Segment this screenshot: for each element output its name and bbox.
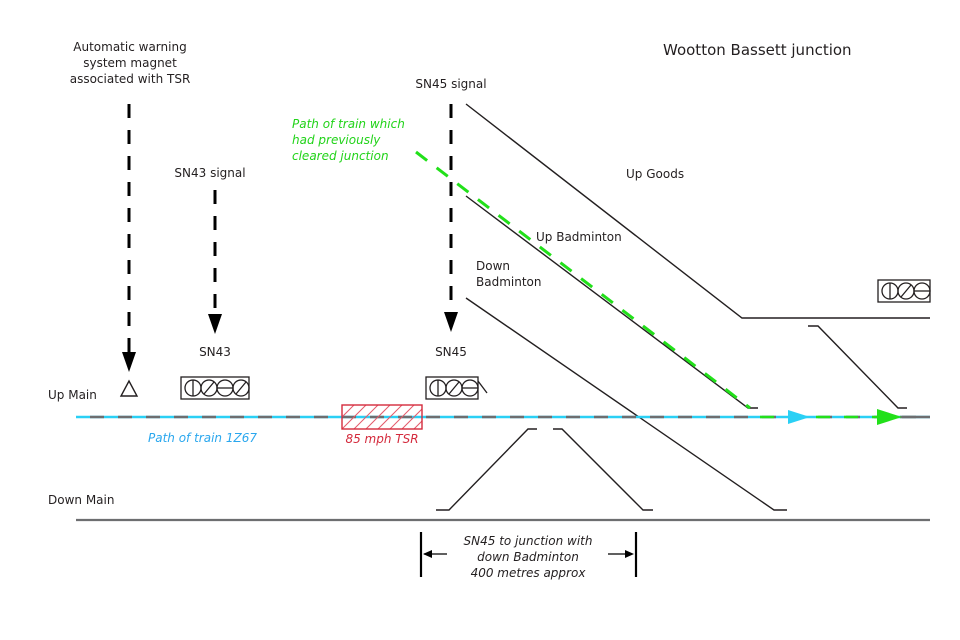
down-main-label: Down Main (48, 493, 114, 507)
svg-text:system magnet: system magnet (83, 56, 177, 70)
up-goods-crossover-track (808, 325, 907, 409)
train-1z67-arrowhead-icon (788, 410, 810, 424)
sn45-pointer-arrowhead (444, 312, 458, 332)
previous-train-arrowhead-icon (877, 409, 902, 425)
up-main-label: Up Main (48, 388, 97, 402)
dimension-label-line1: SN45 to junction with (464, 534, 593, 548)
up-badminton-label: Up Badminton (536, 230, 622, 244)
previous-train-path-line (415, 150, 751, 410)
dimension-label-line2: down Badminton (477, 550, 579, 564)
up-goods-label: Up Goods (626, 167, 684, 181)
aws-label: Automatic warning system magnet associat… (70, 40, 191, 86)
sn43-label: SN43 (199, 345, 231, 359)
previous-train-label: Path of train which had previously clear… (292, 117, 405, 163)
dimension-label-line3: 400 metres approx (471, 566, 587, 580)
tsr-zone (341, 404, 423, 430)
sn43-pointer-arrowhead (208, 314, 222, 334)
dimension-left-arrow-icon (423, 550, 432, 558)
down-badminton-label-line2: Badminton (476, 275, 541, 289)
svg-text:had previously: had previously (292, 133, 381, 147)
aws-pointer-arrowhead (122, 352, 136, 372)
train-1z67-label: Path of train 1Z67 (148, 431, 257, 445)
svg-text:cleared junction: cleared junction (292, 149, 389, 163)
sn45-signal-icon (425, 376, 488, 400)
tracks (436, 103, 930, 511)
svg-text:associated with TSR: associated with TSR (70, 72, 191, 86)
aws-magnet-triangle-icon (119, 379, 139, 397)
svg-text:Path of train which: Path of train which (292, 117, 405, 131)
dimension-right-arrow-icon (625, 550, 634, 558)
down-badminton-track (465, 297, 787, 511)
diagram-title: Wootton Bassett junction (663, 41, 852, 59)
sn43-signal-label: SN43 signal (174, 166, 245, 180)
up-goods-track (465, 103, 930, 319)
dimension-marker (419, 532, 638, 577)
up-goods-signal-icon (877, 279, 931, 303)
sn43-signal-icon (180, 376, 250, 400)
down-badminton-label-line1: Down (476, 259, 510, 273)
svg-text:Automatic warning: Automatic warning (73, 40, 186, 54)
tsr-label: 85 mph TSR (345, 432, 418, 446)
crossover-right-track (553, 428, 653, 511)
crossover-left-track (436, 428, 537, 511)
sn45-label: SN45 (435, 345, 467, 359)
sn45-signal-label: SN45 signal (415, 77, 486, 91)
